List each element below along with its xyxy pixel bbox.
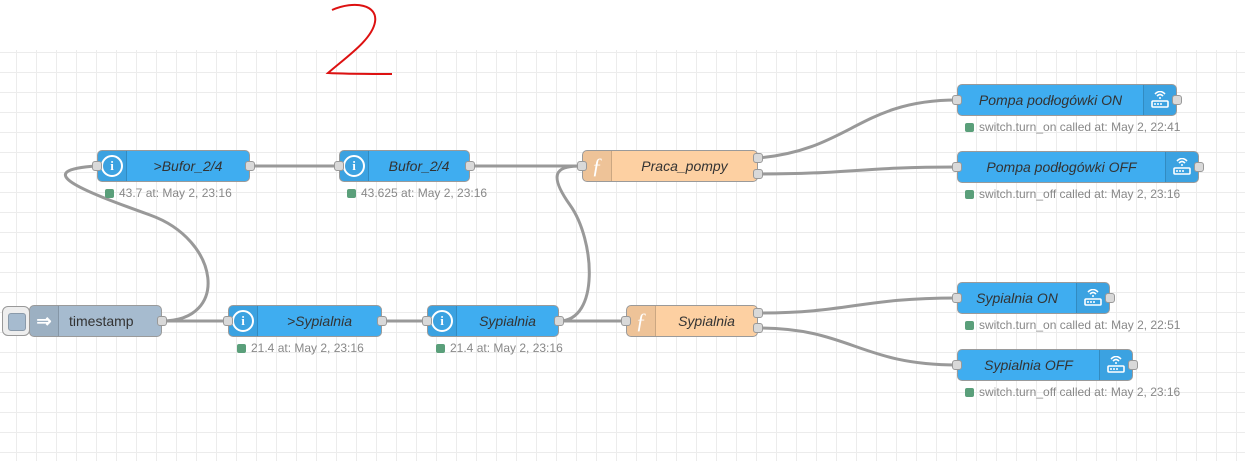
info-icon: i [229,306,258,336]
port-input[interactable] [422,316,432,326]
status-dot [965,387,974,397]
node-label: >Bufor_2/4 [153,158,223,174]
port-input[interactable] [334,161,344,171]
port-output[interactable] [245,161,255,171]
port-input[interactable] [952,162,962,172]
port-output[interactable] [1105,293,1115,303]
node-sypialnia-function[interactable]: ƒ Sypialnia [626,305,758,337]
status-dot [965,320,974,330]
router-icon [1143,85,1176,115]
node-label: Praca_pompy [641,158,728,174]
port-input[interactable] [92,161,102,171]
node-label: Pompa podłogówki ON [978,92,1123,108]
status-sypialnia-on: switch.turn_on called at: May 2, 22:51 [965,318,1180,332]
node-label: timestamp [69,313,134,329]
port-output-2[interactable] [753,323,763,333]
arrow-right-icon: ⇒ [30,306,59,336]
port-output-1[interactable] [753,308,763,318]
status-dot [436,343,445,353]
status-sypialnia-trigger: 21.4 at: May 2, 23:16 [237,341,364,355]
port-output[interactable] [1194,162,1204,172]
node-sypialnia-on[interactable]: Sypialnia ON [957,282,1110,314]
node-sypialnia-state[interactable]: i Sypialnia [427,305,559,337]
inject-trigger-button[interactable] [2,306,30,336]
node-bufor-state[interactable]: i Bufor_2/4 [339,150,470,182]
status-dot [237,343,246,353]
node-label: Sypialnia ON [976,290,1058,306]
status-pompa-on: switch.turn_on called at: May 2, 22:41 [965,120,1180,134]
port-output[interactable] [1128,360,1138,370]
router-icon [1076,283,1109,313]
router-icon [1099,350,1132,380]
port-output[interactable] [1172,95,1182,105]
router-icon [1165,152,1198,182]
function-icon: ƒ [583,151,612,181]
port-output[interactable] [554,316,564,326]
status-dot [965,189,974,199]
node-sypialnia-off[interactable]: Sypialnia OFF [957,349,1133,381]
node-label: Sypialnia [479,313,536,329]
status-sypialnia-off: switch.turn_off called at: May 2, 23:16 [965,385,1180,399]
port-output-1[interactable] [753,153,763,163]
node-timestamp[interactable]: ⇒ timestamp [29,305,162,337]
port-input[interactable] [952,360,962,370]
status-dot [105,188,114,198]
node-praca-pompy[interactable]: ƒ Praca_pompy [582,150,758,182]
port-output-2[interactable] [753,169,763,179]
node-pompa-off[interactable]: Pompa podłogówki OFF [957,151,1199,183]
info-icon: i [428,306,457,336]
port-input[interactable] [952,293,962,303]
status-pompa-off: switch.turn_off called at: May 2, 23:16 [965,187,1180,201]
port-input[interactable] [577,161,587,171]
node-pompa-on[interactable]: Pompa podłogówki ON [957,84,1177,116]
node-label: >Sypialnia [287,313,352,329]
port-output[interactable] [377,316,387,326]
port-output[interactable] [157,316,167,326]
status-sypialnia-state: 21.4 at: May 2, 23:16 [436,341,563,355]
node-bufor-trigger[interactable]: i >Bufor_2/4 [97,150,250,182]
function-icon: ƒ [627,306,656,336]
status-bufor-trigger: 43.7 at: May 2, 23:16 [105,186,232,200]
node-label: Bufor_2/4 [388,158,450,174]
node-sypialnia-trigger[interactable]: i >Sypialnia [228,305,382,337]
flow-canvas[interactable] [0,50,1245,461]
node-label: Pompa podłogówki OFF [986,159,1137,175]
port-input[interactable] [952,95,962,105]
port-output[interactable] [465,161,475,171]
info-icon: i [340,151,369,181]
port-input[interactable] [223,316,233,326]
status-dot [965,122,974,132]
port-input[interactable] [621,316,631,326]
node-label: Sypialnia OFF [984,357,1073,373]
status-bufor-state: 43.625 at: May 2, 23:16 [347,186,487,200]
status-dot [347,188,356,198]
node-label: Sypialnia [678,313,735,329]
info-icon: i [98,151,127,181]
